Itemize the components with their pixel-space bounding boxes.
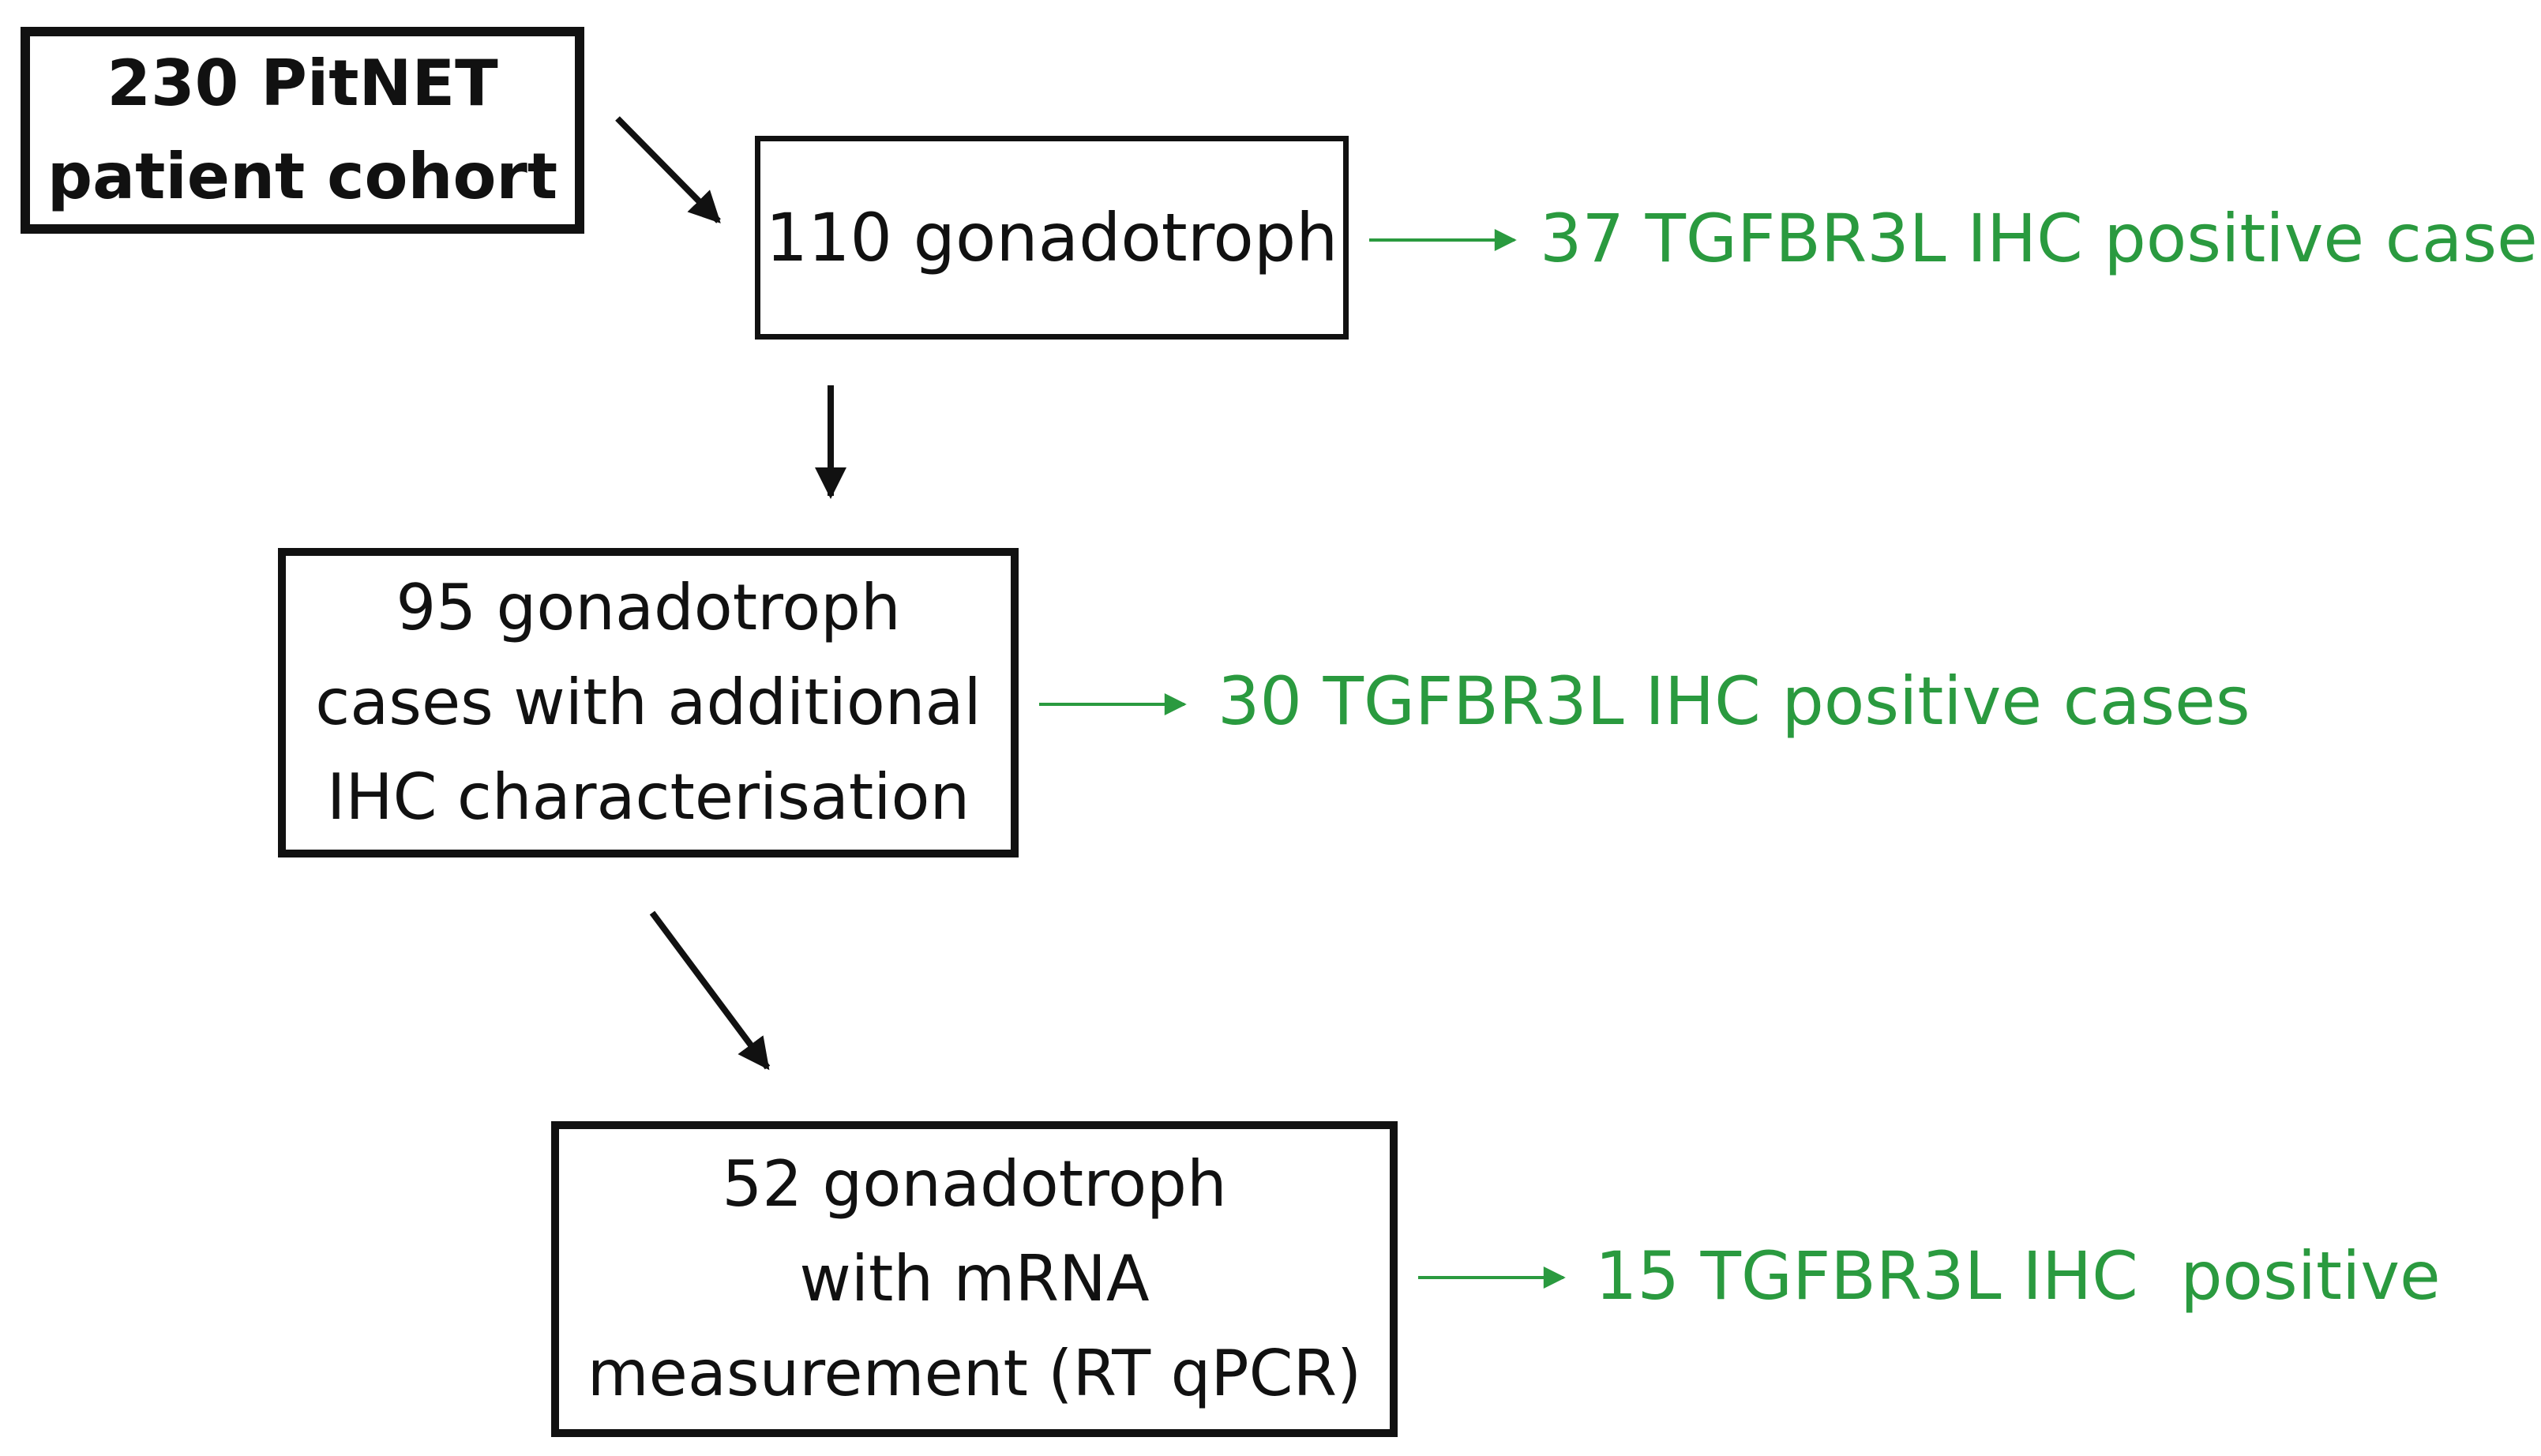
cohort-box: 230 PitNET patient cohort <box>21 27 584 234</box>
result-label-95: 30 TGFBR3L IHC positive cases <box>1218 662 2250 740</box>
gonadotroph-95-line-2: cases with additional <box>315 666 981 739</box>
gonadotroph-95-line-1: 95 gonadotroph <box>396 571 901 644</box>
cohort-line-2: patient cohort <box>47 140 558 213</box>
gonadotroph-52-box: 52 gonadotroph with mRNA measurement (RT… <box>551 1121 1398 1437</box>
gonadotroph-110-line-1: 110 gonadotroph <box>765 199 1338 276</box>
gonadotroph-52-line-3: measurement (RT qPCR) <box>587 1337 1362 1410</box>
gonadotroph-110-box: 110 gonadotroph <box>755 136 1349 340</box>
gonadotroph-52-line-2: with mRNA <box>799 1242 1150 1315</box>
arrow-95-to-52 <box>649 910 771 1071</box>
gonadotroph-95-line-3: IHC characterisation <box>326 760 970 834</box>
cohort-line-1: 230 PitNET <box>107 47 498 120</box>
result-label-110: 37 TGFBR3L IHC positive cases <box>1540 200 2541 277</box>
result-label-52: 15 TGFBR3L IHC positive <box>1595 1237 2441 1315</box>
gonadotroph-95-box: 95 gonadotroph cases with additional IHC… <box>278 548 1019 857</box>
arrow-cohort-to-110 <box>615 116 721 223</box>
gonadotroph-52-line-1: 52 gonadotroph <box>722 1147 1227 1221</box>
